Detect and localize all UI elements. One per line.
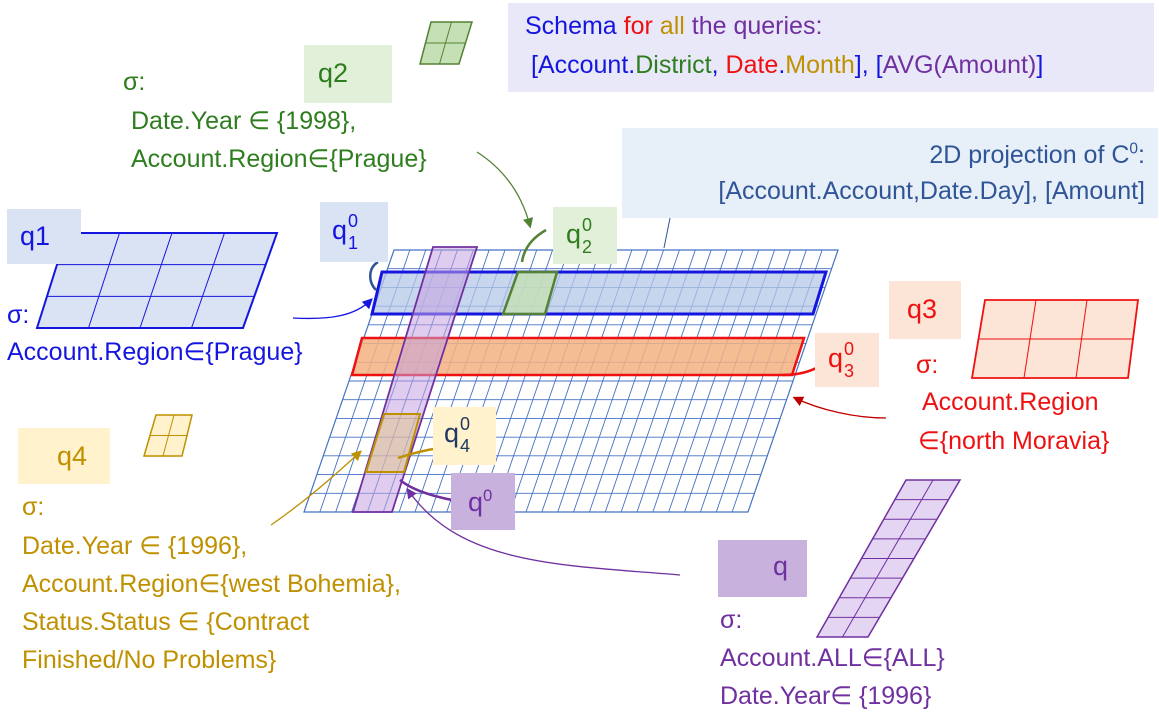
- grid-column-line: [88, 232, 120, 329]
- q3-proj-box: [815, 333, 879, 387]
- q-thumbnail-lines: [828, 479, 949, 638]
- q4-condition-1: Date.Year ∈ {1996},: [22, 532, 248, 560]
- q1-thumbnail-lines: [47, 232, 266, 329]
- q3-label: q3: [907, 294, 938, 324]
- schema-close: ]: [1036, 51, 1044, 79]
- schema-dot: .: [778, 51, 786, 79]
- q-label-box: [718, 540, 807, 597]
- schema-comma: ,: [711, 51, 726, 79]
- q1-proj-base: q: [332, 215, 348, 246]
- q-proj-box: [451, 473, 515, 530]
- q-brace: [399, 479, 453, 502]
- q1-proj-sup: 0: [348, 211, 359, 231]
- q2-label-box: [304, 45, 392, 103]
- schema-line-2: [Account.District, Date.Month], [AVG(Amo…: [531, 50, 1043, 80]
- q3-proj-sup: 0: [844, 339, 855, 359]
- schema-bracket: ], [: [854, 51, 883, 79]
- q2-label: q2: [318, 58, 349, 88]
- q1-label: q1: [20, 221, 51, 251]
- q4-condition-2: Account.Region∈{west Bohemia},: [22, 570, 401, 598]
- q2-brace: [520, 228, 547, 263]
- q2-cell: [501, 270, 559, 316]
- schema-avg-amount: AVG(Amount): [882, 51, 1037, 79]
- q1-proj-sub: 1: [348, 233, 359, 253]
- q4-condition-4: Finished/No Problems}: [22, 646, 277, 674]
- schema-date: Date: [725, 51, 779, 79]
- schema-word-for: for: [623, 12, 660, 40]
- q3-proj-sub: 3: [844, 361, 855, 381]
- q4-label-box: [18, 428, 110, 484]
- q4-cell: [364, 413, 422, 473]
- q1-row-band: [370, 270, 829, 316]
- schema-box: [508, 3, 1154, 92]
- schema-district: District: [635, 51, 712, 79]
- schema-word-all: all: [659, 12, 692, 40]
- projection-box: [622, 128, 1158, 218]
- schema-word-queries: the queries:: [691, 12, 823, 40]
- q1-sigma: σ:: [7, 301, 30, 329]
- projection-colon: :: [1138, 141, 1145, 169]
- q4-proj-base: q: [444, 418, 460, 449]
- q3-proj-base: q: [828, 343, 844, 374]
- q4-sigma: σ:: [22, 493, 45, 521]
- q2-proj-base: q: [566, 219, 582, 250]
- q2-condition-2: Account.Region∈{Prague}: [131, 145, 427, 173]
- grid-column-line: [191, 232, 225, 329]
- q1-label-box: [7, 209, 81, 264]
- q3-condition-2: ∈{north Moravia}: [918, 427, 1110, 455]
- q2-arrow: [476, 151, 534, 229]
- q1-proj-box: [320, 202, 388, 262]
- projection-title: 2D projection of C: [929, 141, 1130, 169]
- q-sigma: σ:: [720, 606, 743, 634]
- q2-thumbnail-lines: [425, 21, 466, 65]
- q4-proj-sup: 0: [460, 414, 471, 434]
- q-proj-sup: 0: [483, 486, 493, 505]
- q-label: q: [773, 551, 789, 581]
- q-proj-base: q: [468, 487, 484, 517]
- schema-line-1: Schema for all the queries:: [525, 11, 822, 41]
- projection-line-2: [Account.Account,Date.Day], [Amount]: [718, 177, 1145, 205]
- q3-label-box: [889, 281, 961, 339]
- q3-condition-1: Account.Region: [922, 388, 1099, 416]
- schema-month: Month: [785, 51, 855, 79]
- q4-label: q4: [57, 441, 88, 471]
- schema-account: [Account.: [531, 51, 636, 79]
- q4-proj-sub: 4: [460, 436, 471, 456]
- q2-proj-sub: 2: [582, 237, 593, 257]
- schema-word-schema: Schema: [525, 12, 624, 40]
- q4-proj-box: [433, 407, 496, 465]
- q4-thumbnail-lines: [150, 414, 187, 457]
- projection-sup: 0: [1129, 140, 1139, 158]
- q2-condition-1: Date.Year ∈ {1998},: [131, 107, 357, 135]
- q3-sigma: σ:: [916, 351, 939, 379]
- q4-condition-3: Status.Status ∈ {Contract: [22, 608, 310, 636]
- q1-condition: Account.Region∈{Prague}: [7, 338, 303, 366]
- q1-brace: [369, 260, 379, 291]
- q2-proj-box: [553, 207, 617, 264]
- q-condition-1: Account.ALL∈{ALL}: [720, 644, 945, 672]
- grid-column-line: [139, 232, 173, 329]
- q-arrow: [406, 487, 681, 576]
- q3-arrow: [792, 396, 887, 419]
- q-condition-2: Date.Year∈ {1996}: [720, 682, 932, 710]
- projection-line-1: 2D projection of C0:: [929, 140, 1145, 170]
- q2-sigma: σ:: [123, 68, 146, 96]
- q3-thumbnail-lines: [978, 299, 1133, 379]
- q4-arrow: [270, 450, 362, 526]
- q2-proj-sup: 0: [582, 215, 593, 235]
- projection-pointer: [663, 217, 671, 249]
- q1-arrow: [292, 298, 373, 320]
- q-proj-label: q0: [468, 486, 492, 518]
